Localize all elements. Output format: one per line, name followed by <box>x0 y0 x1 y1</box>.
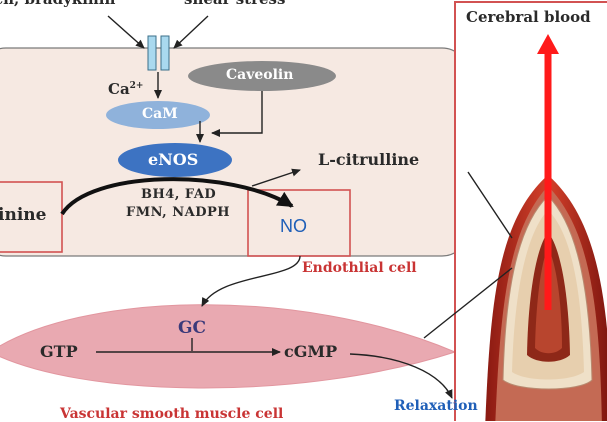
reaction-arrow <box>60 177 294 216</box>
blood-flow-arrowhead <box>537 34 559 54</box>
calcium-ion-label: Ca2+ <box>108 80 143 98</box>
no-box <box>247 189 351 257</box>
cam-label: CaM <box>142 106 178 122</box>
connector-smooth-muscle <box>423 267 513 339</box>
endothelial-cell-label: Endothlial cell <box>302 260 417 276</box>
no-to-gc-arrow <box>201 255 301 307</box>
calcium-charge: 2+ <box>129 81 144 91</box>
citrulline-arrow <box>251 168 301 187</box>
cofactors-line-2: FMN, NADPH <box>126 205 231 220</box>
stimulus-arrow-right <box>173 15 209 49</box>
arginine-box <box>0 181 63 253</box>
cerebral-blood-label: Cerebral blood <box>466 8 591 26</box>
cgmp-label: cGMP <box>284 342 338 361</box>
calcium-channel <box>147 35 170 71</box>
cam-node <box>106 101 210 129</box>
cofactors-line-1: BH4, FAD <box>141 187 217 202</box>
no-label: NO <box>280 216 307 236</box>
relaxation-label: Relaxation <box>394 398 478 414</box>
caveolin-link <box>211 91 263 137</box>
shear-stress-label: shear stress <box>184 0 285 8</box>
caveolin-node <box>188 61 336 91</box>
enos-node <box>118 143 232 177</box>
smooth-muscle-cell-label: Vascular smooth muscle cell <box>60 406 284 422</box>
stimulus-label: ch, bradykinin <box>0 0 115 8</box>
gtp-label: GTP <box>40 342 78 361</box>
stimulus-arrow-left <box>107 15 145 49</box>
calcium-symbol: Ca <box>108 80 130 98</box>
connector-endothelial <box>467 171 513 239</box>
enos-label: eNOS <box>148 150 199 169</box>
cgmp-relaxation-arrow <box>349 353 453 399</box>
arginine-label: inine <box>0 205 47 225</box>
caveolin-label: Caveolin <box>226 67 294 83</box>
l-citrulline-label: L-citrulline <box>318 150 420 169</box>
gc-label: GC <box>178 318 207 338</box>
